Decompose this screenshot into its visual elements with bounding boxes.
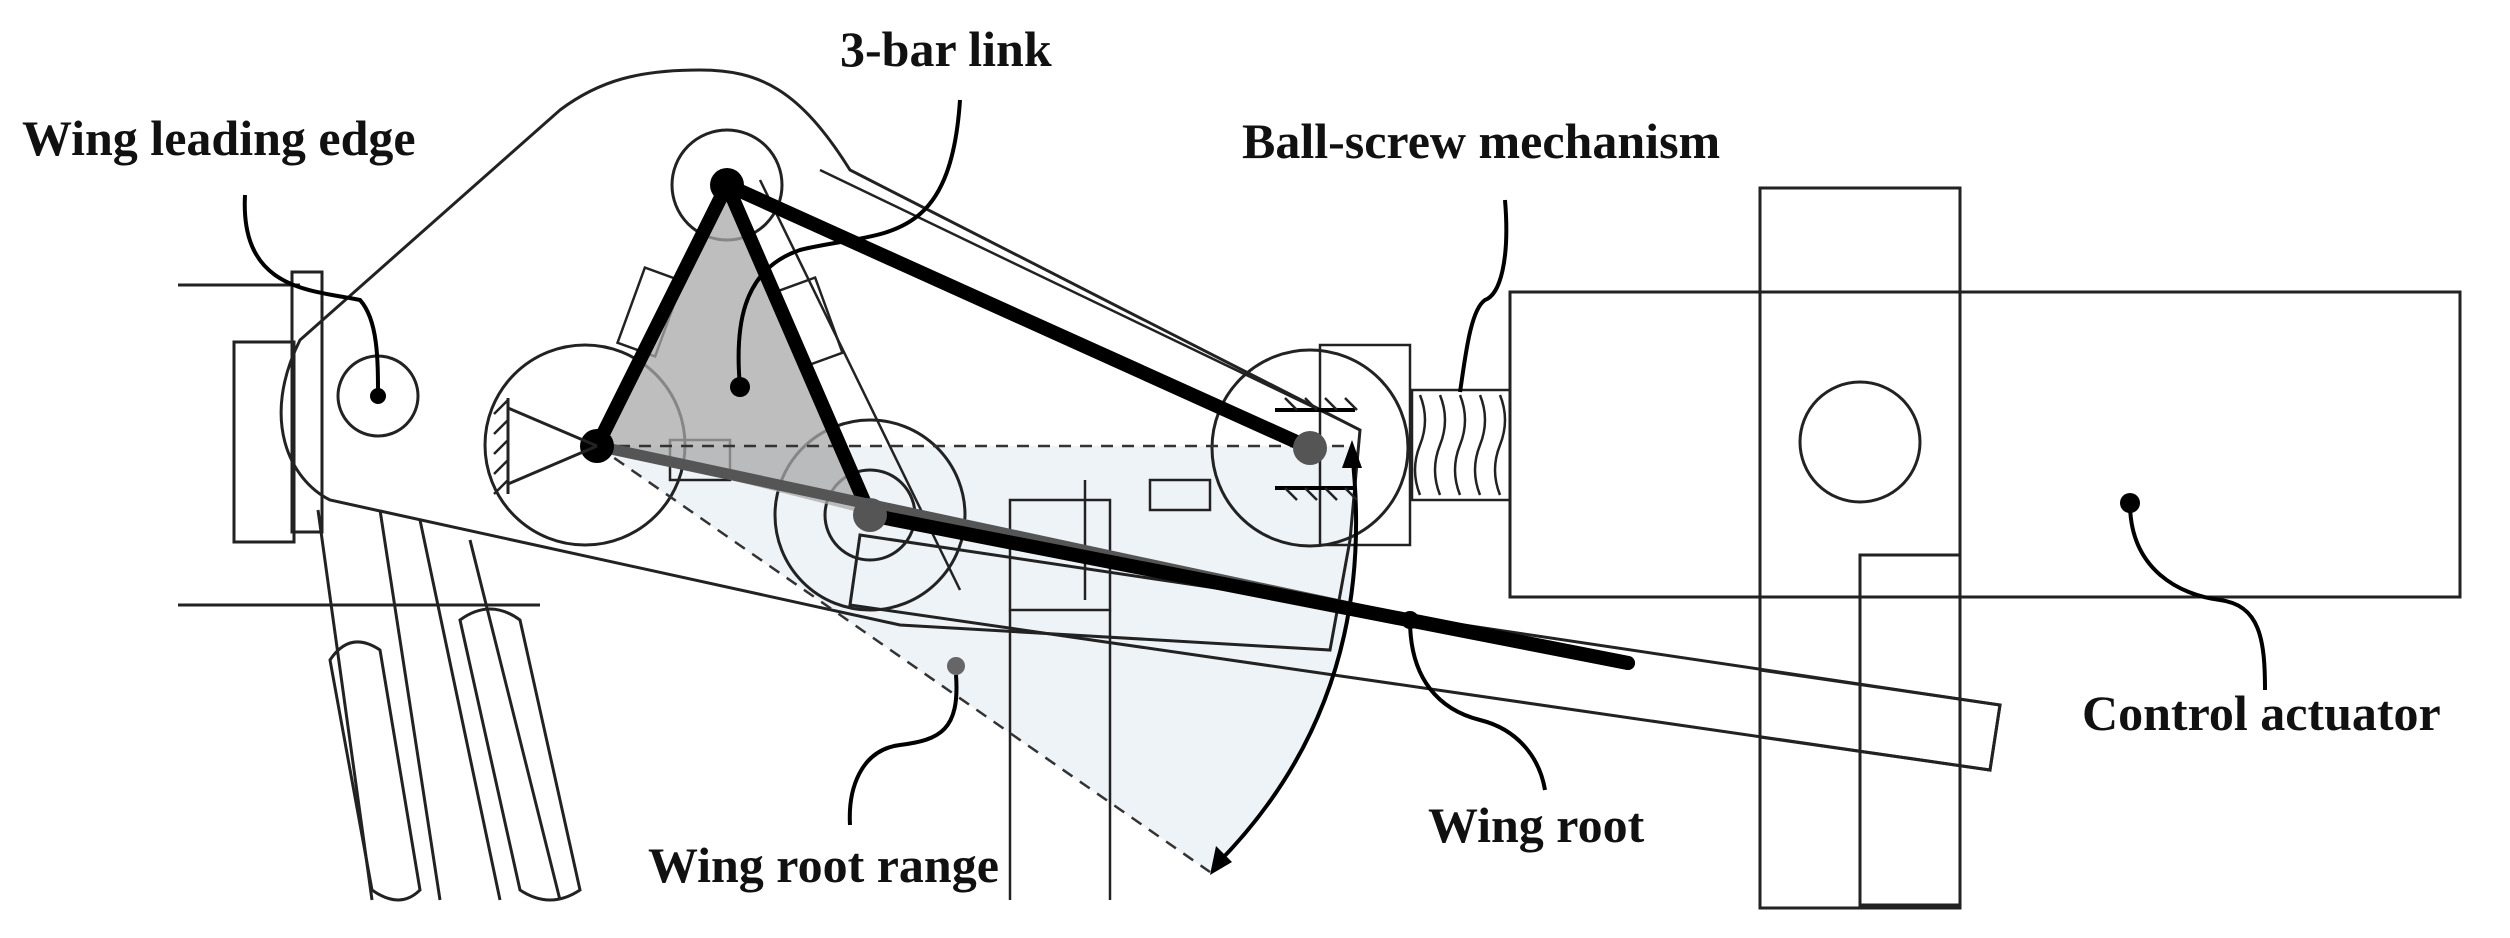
label-three-bar-link: 3-bar link: [840, 21, 1052, 77]
control-actuator-body: [1508, 186, 2462, 910]
left-frame: [178, 270, 540, 607]
leader-wing-root-range: [847, 674, 959, 826]
label-wing-root-range: Wing root range: [648, 837, 999, 893]
link-top-to-screw: [720, 178, 1317, 455]
right-joint: [1210, 348, 1410, 548]
three-bar-link-triangle: [597, 185, 870, 515]
range-arc: [1214, 451, 1359, 867]
leader-three-bar-link: [736, 99, 962, 388]
leader-ball-screw: [1458, 199, 1509, 393]
link-top-right: [720, 178, 877, 522]
range-arrow-bottom: [1210, 846, 1232, 875]
lower-joint-outer: [773, 418, 967, 612]
label-wing-leading-edge: Wing leading edge: [22, 110, 416, 166]
leader-wing-leading-edge: [242, 194, 380, 397]
range-arrow-top: [1342, 440, 1362, 468]
slider-guide: [1275, 397, 1358, 501]
leader-wing-root: [1408, 619, 1547, 791]
ball-screw-spring: [1410, 388, 1512, 502]
leader-control-actuator: [2128, 502, 2267, 691]
link-top-left: [590, 178, 734, 453]
support-struts: [316, 509, 582, 902]
label-control-actuator: Control actuator: [2082, 685, 2441, 741]
actuator-pivot: [1798, 380, 1922, 504]
main-body-plate: [279, 68, 1362, 652]
wing-root-pivot: [853, 498, 887, 532]
label-wing-root: Wing root: [1428, 797, 1645, 853]
fixed-ground-symbol: [493, 398, 598, 495]
wing-root-range-sector: [596, 446, 1356, 872]
label-ball-screw: Ball-screw mechanism: [1242, 113, 1720, 169]
